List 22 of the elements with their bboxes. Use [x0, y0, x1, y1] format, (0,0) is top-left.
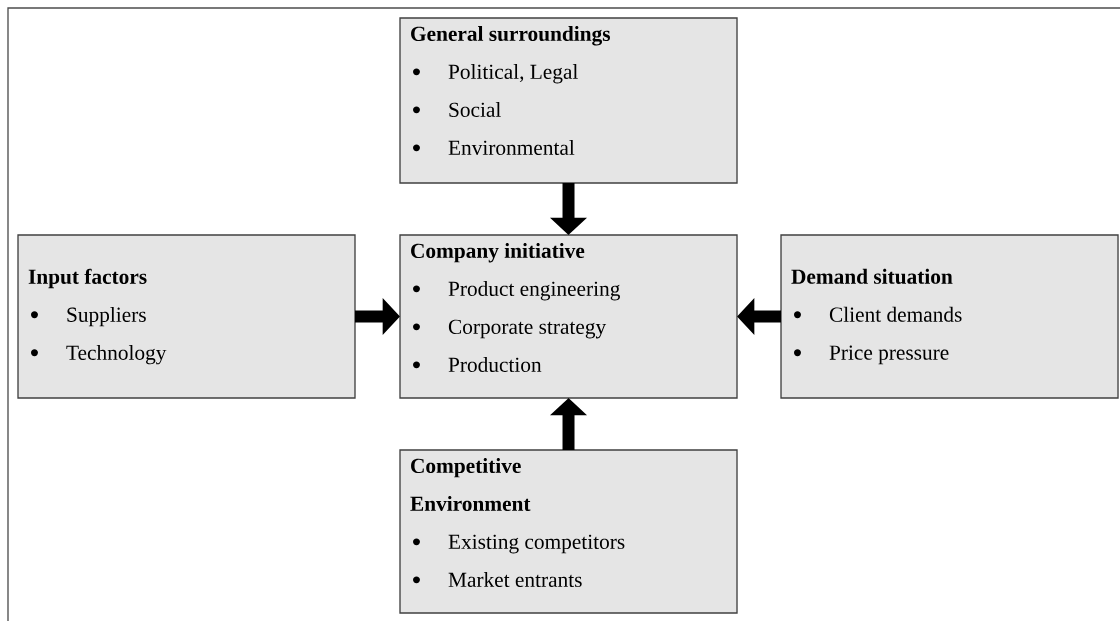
bullet-item: Client demands	[794, 306, 962, 322]
box-heading: Company initiative	[411, 243, 585, 263]
box-heading: Competitive Environment	[410, 458, 531, 511]
bullet-item: Price pressure	[794, 345, 949, 365]
text-box	[399, 449, 738, 614]
bullet-item: Social	[413, 102, 501, 117]
bullet-item: Suppliers	[31, 306, 146, 327]
box-heading: Input factors	[28, 268, 147, 289]
text-box	[399, 17, 738, 184]
bullet-item: Existing competitors	[413, 534, 625, 554]
bullet-item: Production	[413, 357, 542, 372]
bullet-item: Environmental	[413, 140, 575, 155]
bullet-item: Market entrants	[413, 572, 582, 587]
text-box	[780, 234, 1119, 399]
bullet-item: Technology	[31, 344, 167, 365]
bullet-item: Political, Legal	[413, 64, 578, 84]
box-heading: General surroundings	[411, 26, 610, 46]
text-box	[399, 234, 738, 399]
box-heading: Demand situation	[791, 268, 953, 284]
text-box	[17, 234, 356, 399]
bullet-item: Product engineering	[413, 281, 620, 301]
bullet-item: Corporate strategy	[413, 319, 607, 339]
